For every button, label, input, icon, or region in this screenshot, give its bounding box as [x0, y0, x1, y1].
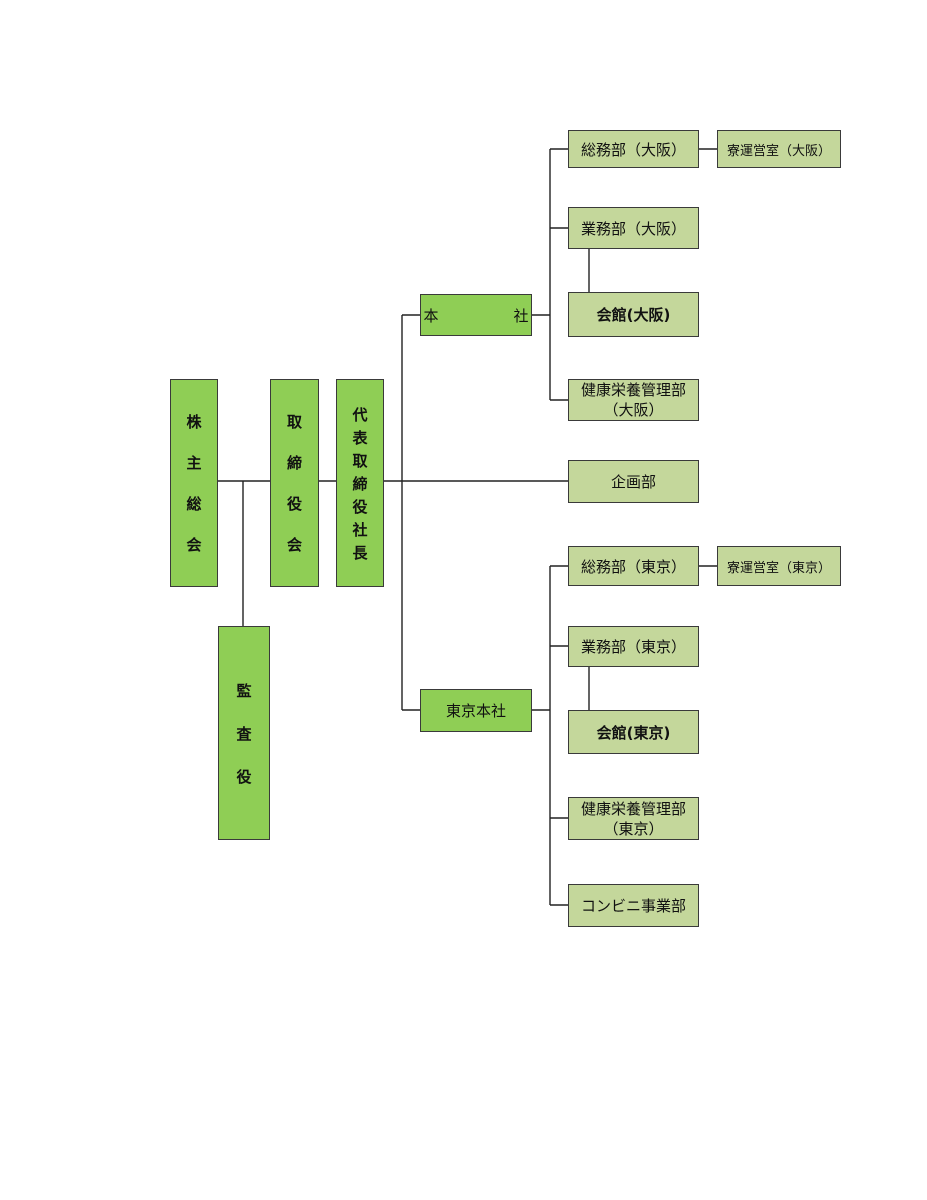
- tokyo-health-nutrition-box: 健康栄養管理部 （東京）: [568, 797, 699, 840]
- vertical-char: 長: [352, 543, 368, 562]
- osaka-general-affairs-box: 総務部（大阪）: [568, 130, 699, 168]
- osaka-health-nutrition-box: 健康栄養管理部 （大阪）: [568, 379, 699, 421]
- osaka-dormitory-box: 寮運営室（大阪）: [717, 130, 841, 168]
- tokyo-convenience-store-box: コンビニ事業部: [568, 884, 699, 927]
- vertical-char: 総: [186, 495, 202, 513]
- tokyo-business-box: 業務部（東京）: [568, 626, 699, 667]
- board-of-directors-box: 取締役会: [270, 379, 319, 587]
- vertical-char: 査: [236, 724, 252, 743]
- vertical-char: 監: [236, 681, 252, 700]
- vertical-char: 主: [186, 454, 202, 472]
- auditor-box: 監査役: [218, 626, 270, 840]
- vertical-char: 取: [352, 451, 368, 470]
- planning-department-box: 企画部: [568, 460, 699, 503]
- osaka-business-box: 業務部（大阪）: [568, 207, 699, 249]
- vertical-char: 役: [236, 767, 252, 786]
- osaka-head-office-box: 本 社: [420, 294, 532, 336]
- tokyo-hall-box: 会館(東京): [568, 710, 699, 754]
- tokyo-general-affairs-box: 総務部（東京）: [568, 546, 699, 586]
- vertical-char: 役: [352, 497, 368, 516]
- vertical-char: 会: [186, 536, 202, 554]
- vertical-char: 会: [286, 536, 302, 554]
- vertical-char: 締: [286, 454, 302, 472]
- vertical-char: 株: [186, 413, 202, 431]
- vertical-char: 取: [286, 413, 302, 431]
- vertical-char: 社: [352, 520, 368, 539]
- tokyo-head-office-box: 東京本社: [420, 689, 532, 732]
- vertical-char: 役: [286, 495, 302, 513]
- shareholders-meeting-box: 株主総会: [170, 379, 218, 587]
- tokyo-dormitory-box: 寮運営室（東京）: [717, 546, 841, 586]
- vertical-char: 代: [352, 405, 368, 424]
- vertical-char: 表: [352, 428, 368, 447]
- osaka-hall-box: 会館(大阪): [568, 292, 699, 337]
- president-box: 代表取締役社長: [336, 379, 384, 587]
- vertical-char: 締: [352, 474, 368, 493]
